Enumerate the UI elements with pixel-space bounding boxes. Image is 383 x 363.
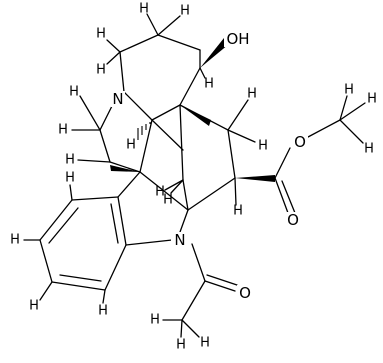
bond — [227, 129, 256, 143]
atom-H: H — [29, 299, 39, 314]
bond — [117, 171, 141, 198]
bond — [274, 177, 289, 214]
atom-H: H — [139, 2, 149, 17]
atom-H: H — [344, 83, 354, 98]
atom-H: H — [176, 338, 186, 353]
bond — [179, 104, 184, 181]
bond — [179, 209, 189, 233]
atom-H: H — [247, 87, 257, 102]
bond — [119, 34, 159, 53]
bond — [104, 244, 127, 291]
atom-H: H — [58, 123, 68, 138]
bond — [199, 67, 206, 79]
bond — [119, 51, 125, 93]
atom-H: H — [180, 4, 190, 19]
stereo-bonds — [110, 38, 275, 182]
wedge-bond — [200, 38, 229, 68]
atom-H: H — [364, 142, 374, 157]
bond — [307, 119, 341, 138]
bond — [187, 177, 236, 211]
bond — [157, 15, 181, 36]
bond — [339, 95, 348, 121]
bond — [125, 239, 173, 246]
bond — [170, 179, 184, 194]
atom-OH: OH — [226, 30, 249, 48]
bond — [71, 196, 119, 201]
atom-H: H — [69, 85, 79, 100]
double-bond-inner — [59, 274, 102, 282]
atom-H: H — [367, 92, 377, 107]
bond — [157, 34, 201, 51]
bond — [206, 274, 238, 286]
bond — [151, 104, 181, 121]
atom-H: H — [65, 171, 75, 186]
bond — [102, 289, 106, 304]
bond — [227, 129, 236, 179]
bond — [234, 177, 237, 206]
atom-H: H — [233, 204, 243, 219]
bond — [281, 180, 296, 214]
bond — [117, 196, 127, 246]
wedge-bond — [110, 165, 140, 172]
atom-H: H — [96, 27, 106, 42]
atom-labels: N N O O O OH — [111, 30, 308, 302]
bond — [77, 159, 111, 163]
bond — [39, 281, 53, 301]
bond — [69, 184, 73, 201]
atom-H: H — [98, 304, 108, 319]
bond — [151, 119, 184, 151]
bond — [109, 161, 141, 173]
bond — [79, 95, 101, 131]
bond — [274, 147, 291, 179]
atom-H: H — [200, 336, 210, 351]
bond — [139, 171, 189, 211]
bond — [227, 99, 249, 131]
atom-H: H — [150, 313, 160, 328]
wedge-bond — [180, 105, 211, 126]
bond — [39, 239, 53, 283]
bond — [106, 51, 121, 65]
hydrogen-bonds — [23, 13, 366, 338]
bond — [204, 280, 236, 292]
bond — [99, 129, 111, 163]
bond — [181, 280, 206, 321]
bond — [182, 179, 189, 211]
bond — [146, 13, 159, 36]
double-bond-inner — [48, 207, 79, 244]
bond — [164, 179, 184, 191]
bond — [181, 319, 200, 338]
atom-O-acetyl: O — [239, 284, 251, 302]
bond — [191, 243, 206, 282]
bond — [39, 199, 73, 241]
atom-N-bottom: N — [174, 231, 185, 249]
skeleton-bonds — [39, 34, 341, 321]
atom-H: H — [65, 153, 75, 168]
atom-H: H — [96, 63, 106, 78]
bond — [339, 102, 366, 121]
bond — [106, 39, 121, 53]
atom-O-ester: O — [294, 133, 306, 151]
atom-H: H — [10, 233, 20, 248]
bond — [179, 67, 201, 106]
atom-H: H — [258, 139, 268, 154]
bond — [180, 319, 183, 338]
double-bond-inner — [110, 203, 119, 244]
bond — [99, 105, 113, 131]
bond — [339, 119, 364, 144]
bond — [123, 91, 153, 121]
atom-H: H — [126, 138, 136, 153]
atom-O-carbonyl: O — [287, 211, 299, 229]
bond — [139, 119, 153, 173]
atom-N-top: N — [112, 90, 123, 108]
atom-H: H — [204, 77, 214, 92]
atom-H: H — [155, 185, 165, 200]
atom-H: H — [163, 193, 173, 208]
bond — [51, 281, 106, 291]
wedge-bond — [235, 175, 275, 182]
